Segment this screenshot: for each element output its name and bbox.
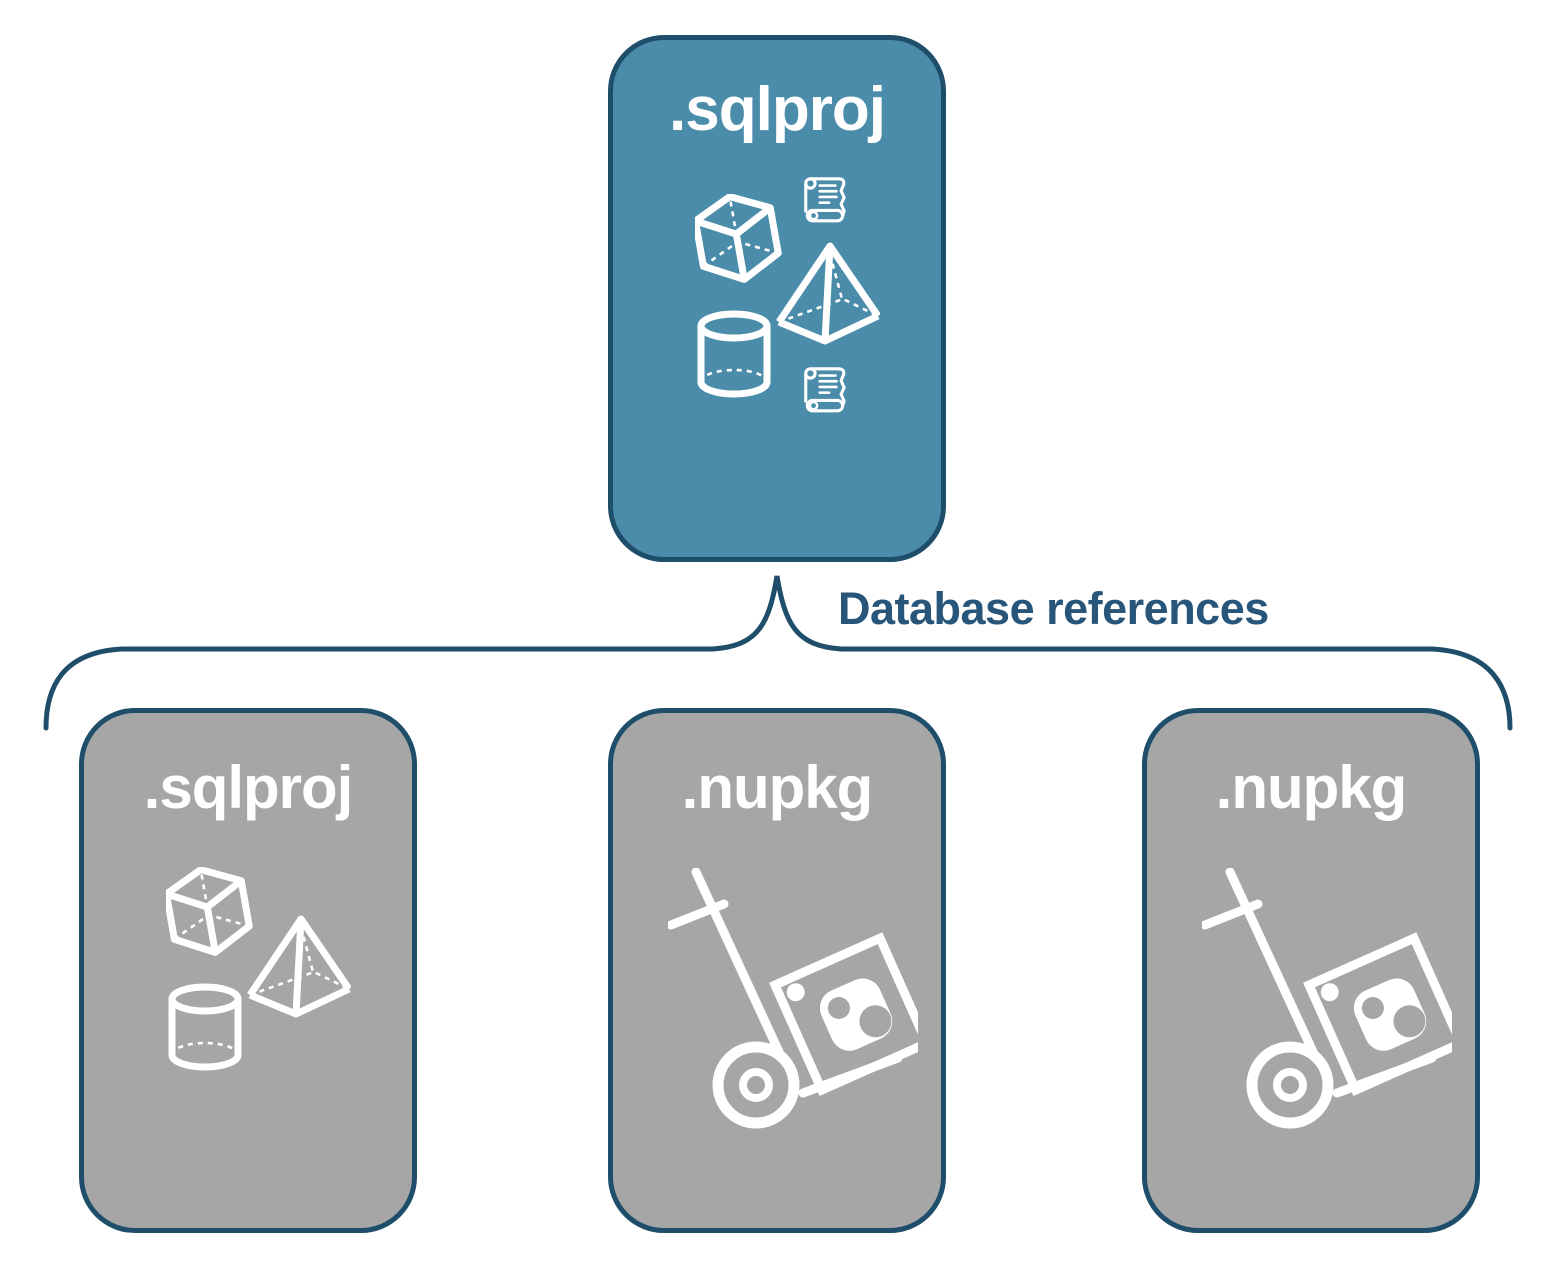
nuget-hand-truck-icon xyxy=(668,868,918,1129)
geometry-shapes-icon xyxy=(695,194,880,398)
script-scroll-icon xyxy=(804,367,846,413)
database-references-label: Database references xyxy=(838,583,1269,634)
script-scroll-icon xyxy=(799,361,853,415)
pyramid-icon xyxy=(247,915,351,1018)
script-scroll-icon xyxy=(804,177,846,223)
parent-box-sqlproj: .sqlproj xyxy=(608,35,946,562)
nuget-hand-truck-icon xyxy=(1202,868,1452,1129)
cylinder-icon xyxy=(168,983,242,1071)
child-box-title: .nupkg xyxy=(1215,754,1408,821)
child-box-title: .sqlproj xyxy=(143,754,354,821)
child-box-nupkg-2: .nupkg xyxy=(1142,708,1480,1233)
cube-icon xyxy=(695,194,782,283)
script-scroll-icon xyxy=(799,171,853,225)
child-box-title: .nupkg xyxy=(681,754,874,821)
child-box-sqlproj: .sqlproj xyxy=(79,708,417,1233)
geometry-shapes-icon xyxy=(166,867,351,1071)
cube-icon xyxy=(166,867,253,956)
nuget-hand-truck-icon xyxy=(1202,868,1452,1130)
parent-box-title: .sqlproj xyxy=(669,75,886,144)
nuget-hand-truck-icon xyxy=(668,868,918,1130)
sql-objects-icon-cluster xyxy=(695,194,880,404)
child-box-nupkg-1: .nupkg xyxy=(608,708,946,1233)
cylinder-icon xyxy=(697,310,771,398)
sql-objects-icon-cluster xyxy=(166,867,351,1077)
pyramid-icon xyxy=(776,242,880,345)
